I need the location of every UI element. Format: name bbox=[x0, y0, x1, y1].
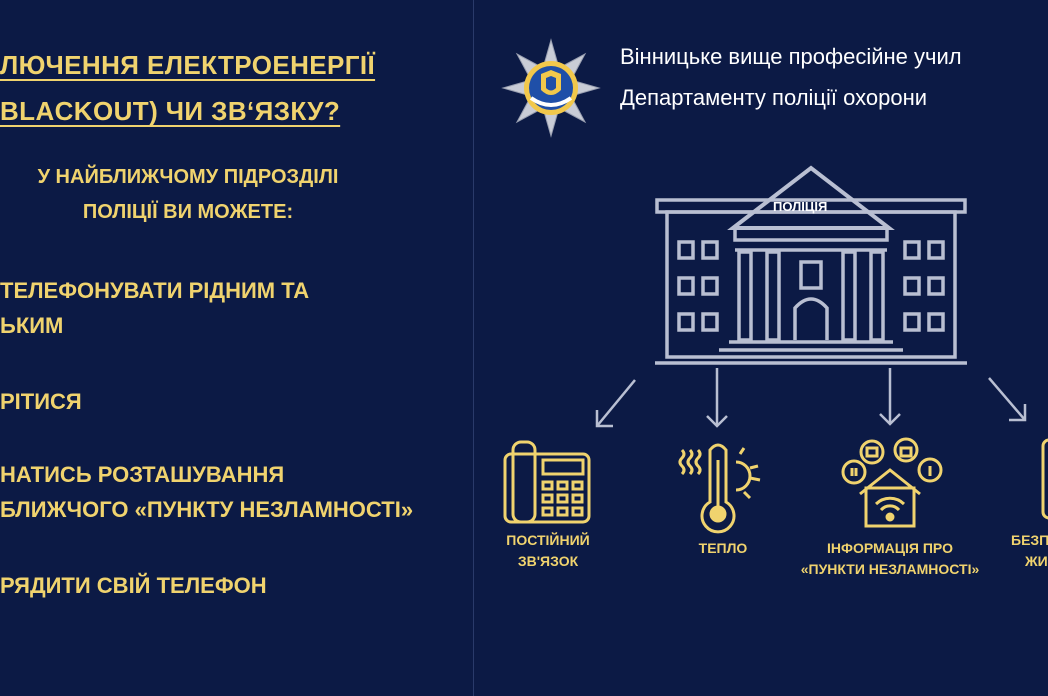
left-panel: ЛЮЧЕННЯ ЕЛЕКТРОЕНЕРГІЇ BLACKOUT) ЧИ ЗВ‘Я… bbox=[0, 0, 474, 696]
heading-line-1: ЛЮЧЕННЯ ЕЛЕКТРОЕНЕРГІЇ bbox=[0, 50, 376, 80]
subheading-line-2: ПОЛІЦІЇ ВИ МОЖЕТЕ: bbox=[82, 201, 294, 223]
caption-safety-line-1: БЕЗП bbox=[1011, 532, 1048, 548]
arrow-to-house-icon bbox=[879, 368, 901, 426]
list-item-charge-phone: РЯДИТИ СВІЙ ТЕЛЕФОН bbox=[0, 573, 267, 598]
caption-communication-line-1: ПОСТІЙНИЙ bbox=[506, 532, 590, 548]
org-name-line-1: Вінницьке вище професійне учил bbox=[620, 44, 962, 69]
panel-divider bbox=[473, 0, 474, 696]
caption-safety-line-2: ЖИ bbox=[1025, 553, 1048, 569]
arrow-to-thermometer-icon bbox=[706, 368, 728, 428]
heading-line-2: BLACKOUT) ЧИ ЗВ‘ЯЗКУ? bbox=[0, 96, 341, 126]
right-panel: Вінницьке вище професійне учил Департаме… bbox=[475, 0, 1048, 696]
police-emblem-icon bbox=[501, 38, 601, 138]
house-wifi-icon bbox=[841, 437, 943, 528]
list-item-call-line-1: ТЕЛЕФОНУВАТИ РІДНИМ ТА bbox=[0, 278, 310, 303]
caption-warmth: ТЕПЛО bbox=[698, 540, 748, 556]
list-item-location-line-1: НАТИСЬ РОЗТАШУВАННЯ bbox=[0, 462, 285, 487]
org-name-line-2: Департаменту поліції охорони bbox=[620, 85, 928, 110]
caption-info-line-1: ІНФОРМАЦІЯ ПРО bbox=[827, 540, 953, 556]
subheading-line-1: У НАЙБЛИЖЧОМУ ПІДРОЗДІЛІ bbox=[37, 166, 339, 188]
phone-icon bbox=[1041, 438, 1048, 520]
list-item-call-line-2: ЬКИМ bbox=[0, 313, 64, 338]
desk-phone-icon bbox=[503, 440, 591, 524]
building-sign: ПОЛІЦІЯ bbox=[773, 199, 828, 214]
caption-info-line-2: «ПУНКТИ НЕЗЛАМНОСТІ» bbox=[800, 561, 980, 577]
police-building-icon bbox=[655, 165, 967, 365]
caption-communication-line-2: ЗВ'ЯЗОК bbox=[517, 553, 579, 569]
thermometer-sun-icon bbox=[678, 443, 761, 534]
list-item-location-line-2: БЛИЖЧОГО «ПУНКТУ НЕЗЛАМНОСТІ» bbox=[0, 497, 414, 522]
arrow-to-phone-icon bbox=[595, 379, 636, 428]
arrow-to-safety-icon bbox=[988, 377, 1027, 422]
list-item-warm-up: РІТИСЯ bbox=[0, 389, 82, 414]
